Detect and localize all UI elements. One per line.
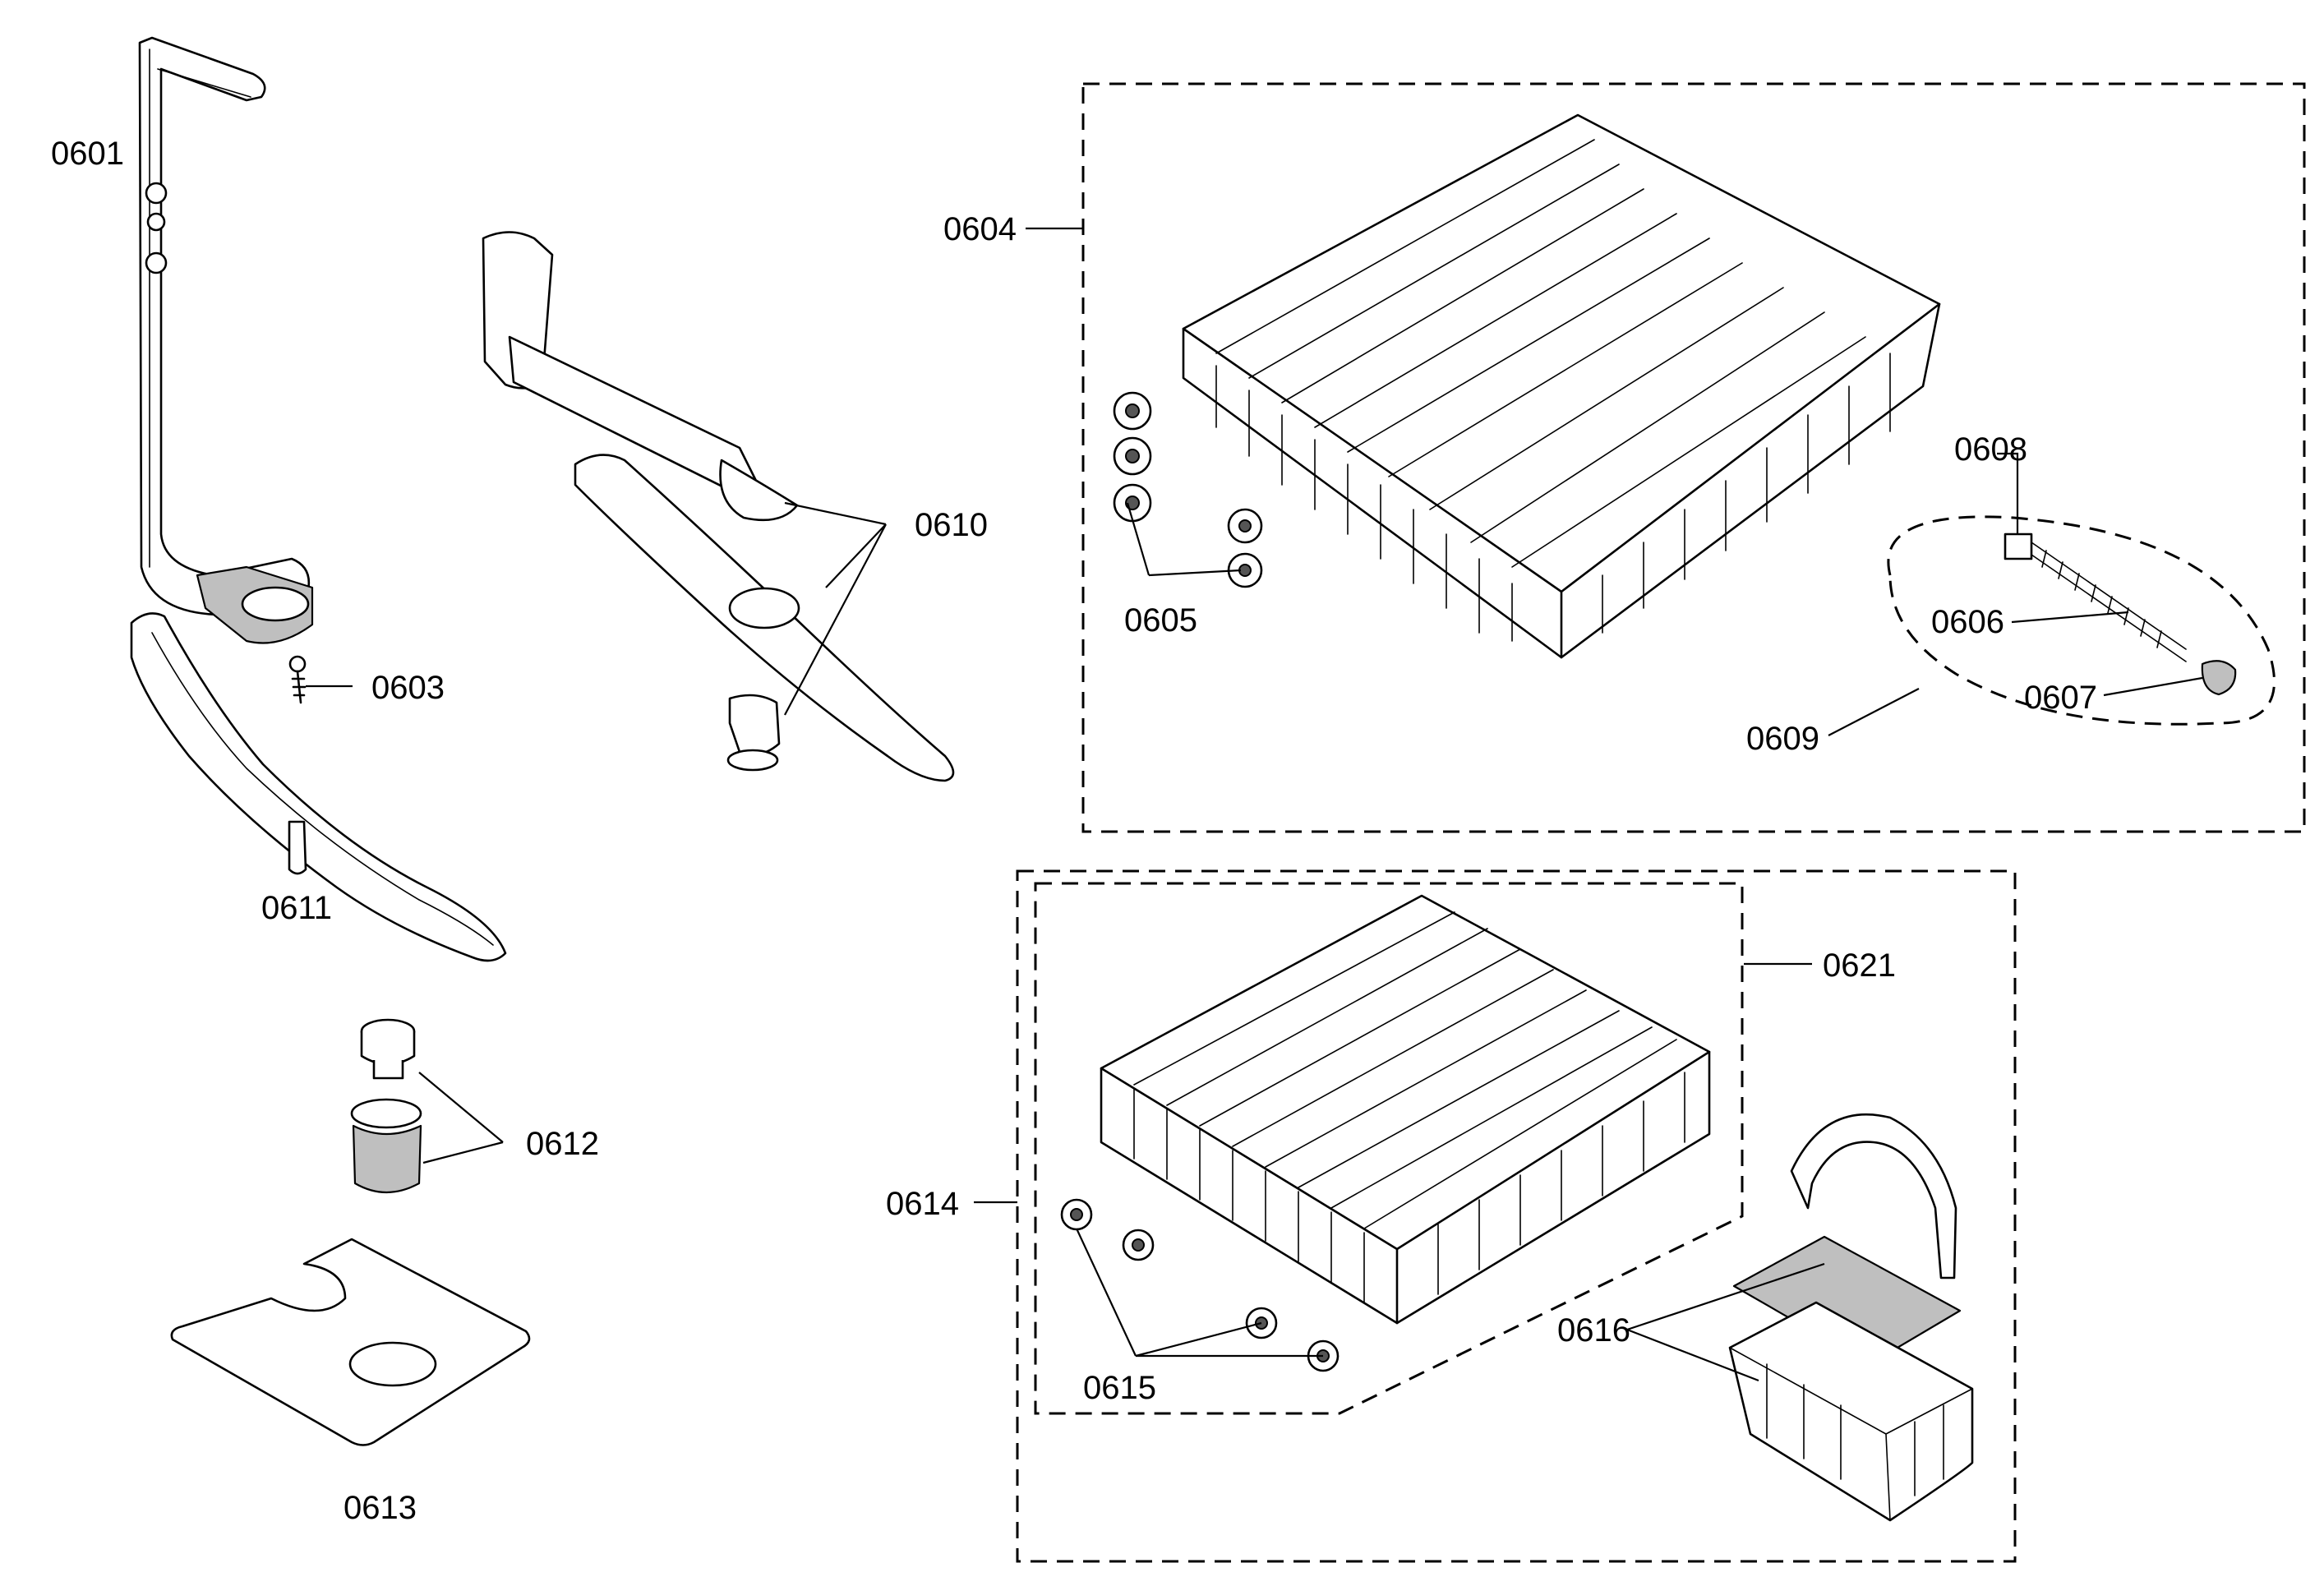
label-0605: 0605 xyxy=(1124,602,1197,639)
label-0609: 0609 xyxy=(1746,721,1819,757)
label-0613: 0613 xyxy=(344,1490,417,1526)
group-upper-rack xyxy=(1081,82,2306,833)
group-0609-rack-adjuster xyxy=(1887,515,2276,726)
label-0611: 0611 xyxy=(261,890,332,926)
label-0616: 0616 xyxy=(1557,1312,1630,1349)
leader-lines xyxy=(306,227,2203,1382)
label-0603: 0603 xyxy=(371,670,445,706)
part-0611-lower-spray-arm xyxy=(130,612,507,962)
part-0605-wheels xyxy=(1113,391,1263,588)
label-0607: 0607 xyxy=(2024,680,2097,716)
part-0610-upper-spray-assembly xyxy=(482,231,955,782)
part-number-labels: 0601 0603 0604 0605 0606 0607 0608 0609 … xyxy=(51,136,2097,1526)
label-0608: 0608 xyxy=(1954,431,2027,468)
label-0615: 0615 xyxy=(1083,1370,1156,1406)
part-0616-cutlery-basket xyxy=(1728,1113,1974,1522)
label-0606: 0606 xyxy=(1931,604,2004,640)
label-0610: 0610 xyxy=(915,507,988,543)
label-0612: 0612 xyxy=(526,1126,599,1162)
part-0613-filter-plate xyxy=(170,1238,531,1446)
part-0612-filters xyxy=(350,1018,422,1194)
label-0601: 0601 xyxy=(51,136,124,172)
label-0621: 0621 xyxy=(1823,947,1896,984)
part-0603-screw xyxy=(288,655,307,704)
label-0604: 0604 xyxy=(943,211,1017,247)
group-lower-rack xyxy=(1016,869,2017,1563)
label-0614: 0614 xyxy=(886,1186,959,1222)
part-0601-supply-tube xyxy=(138,36,314,644)
